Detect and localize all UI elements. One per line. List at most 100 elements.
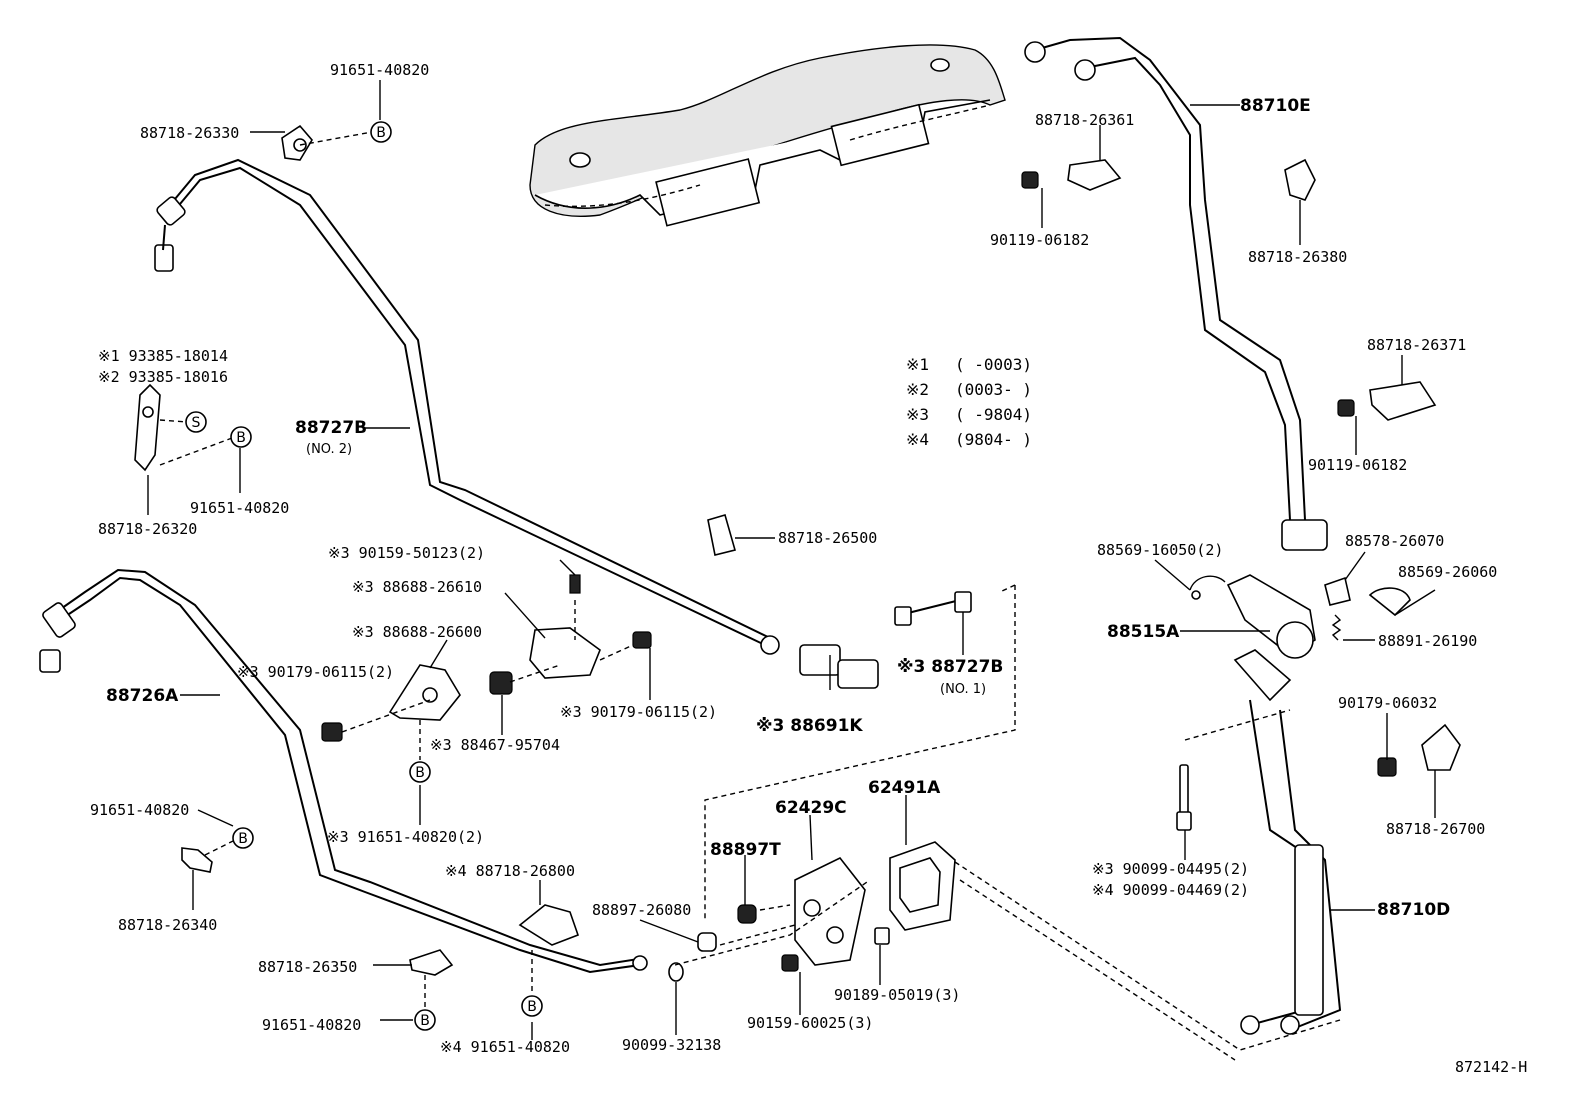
svg-text:B: B: [415, 765, 425, 781]
note-1-range: ( -0003): [955, 355, 1032, 374]
spring-88891-26190: [1331, 614, 1342, 641]
label-88578-26070: 88578-26070: [1345, 532, 1444, 550]
note-1-mark: ※1: [906, 355, 929, 374]
svg-text:B: B: [527, 999, 537, 1015]
label-88718-26330: 88718-26330: [140, 124, 239, 142]
label-91651-40820-lower-left: 91651-40820: [90, 801, 189, 819]
label-88691k: ※3 88691K: [756, 716, 863, 736]
label-88726a: 88726A: [106, 686, 179, 706]
svg-text:S: S: [192, 415, 201, 431]
label-91651-40820-bottom: 91651-40820: [262, 1016, 361, 1034]
label-88718-26371: 88718-26371: [1367, 336, 1466, 354]
label-88727b-no2: 88727B: [295, 418, 367, 438]
note-2-range: (0003- ): [955, 380, 1032, 399]
clamp-88718-26330: [281, 124, 313, 161]
label-62491a: 62491A: [868, 778, 941, 798]
label-91651-40820-bottom-4: ※4 91651-40820: [440, 1038, 570, 1056]
screw-90159-60025: [781, 954, 799, 972]
label-88727b-no1: ※3 88727B: [897, 657, 1003, 677]
marker-s-1: S: [185, 411, 207, 433]
applicability-notes: ※1 ( -0003) ※2 (0003- ) ※3 ( -9804) ※4 (…: [906, 355, 1032, 449]
label-91651-40820-mid: ※3 91651-40820(2): [327, 828, 484, 846]
label-88688-26600: ※3 88688-26600: [352, 623, 482, 641]
clamp-88718-26371: [1369, 381, 1437, 421]
clamp-88718-26350: [409, 949, 454, 976]
label-90179-06032: 90179-06032: [1338, 694, 1437, 712]
label-90179-06115-right: ※3 90179-06115(2): [560, 703, 717, 721]
marker-b-6: B: [521, 995, 543, 1017]
label-88467-95704: ※3 88467-95704: [430, 736, 560, 754]
marker-b-1: B: [370, 121, 392, 143]
screw-90119-06182-a: [1021, 171, 1039, 189]
svg-text:B: B: [238, 831, 248, 847]
wire-88569-16050: [1189, 575, 1226, 600]
label-62429c: 62429C: [775, 798, 847, 818]
label-90159-60025: 90159-60025(3): [747, 1014, 873, 1032]
marker-b-3: B: [409, 761, 431, 783]
label-90099-32138: 90099-32138: [622, 1036, 721, 1054]
label-88897-26080: 88897-26080: [592, 901, 691, 919]
marker-b-4: B: [232, 827, 254, 849]
label-88718-26361: 88718-26361: [1035, 111, 1134, 129]
note-3-mark: ※3: [906, 405, 929, 424]
plate-62429c: [794, 856, 866, 966]
label-91651-40820-left: 91651-40820: [190, 499, 289, 517]
bracket-88718-26700: [1421, 723, 1461, 771]
bolt-90099-04495: [1176, 764, 1192, 831]
label-88897t: 88897T: [710, 840, 781, 860]
grommet-88897t: [737, 904, 757, 924]
marker-b-2: B: [230, 426, 252, 448]
note-2-mark: ※2: [906, 380, 929, 399]
label-88718-26700: 88718-26700: [1386, 820, 1485, 838]
tube-88710d: [1240, 699, 1342, 1035]
valve-88691k: [799, 644, 879, 689]
label-88718-26340: 88718-26340: [118, 916, 217, 934]
grommet-88897-26080: [697, 932, 717, 952]
label-88727b-no2-sub: (NO. 2): [306, 442, 352, 457]
label-88515a: 88515A: [1107, 622, 1180, 642]
marker-b-5: B: [414, 1009, 436, 1031]
label-88688-26610: ※3 88688-26610: [352, 578, 482, 596]
svg-text:B: B: [236, 430, 246, 446]
clamp-88569-26060: [1368, 587, 1411, 617]
note-4-mark: ※4: [906, 430, 929, 449]
nut-90189-05019: [874, 927, 890, 945]
note-3-range: ( -9804): [955, 405, 1032, 424]
label-88727b-no1-sub: (NO. 1): [940, 682, 986, 697]
svg-text:B: B: [376, 125, 386, 141]
label-88718-26320: 88718-26320: [98, 520, 197, 538]
label-88718-26800: ※4 88718-26800: [445, 862, 575, 880]
clamp-88718-26800: [518, 904, 580, 946]
clip-88578-26070: [1324, 576, 1351, 606]
label-88891-26190: 88891-26190: [1378, 632, 1477, 650]
note-4-range: (9804- ): [955, 430, 1032, 449]
tube-88726a: [39, 568, 648, 974]
label-88718-26500: 88718-26500: [778, 529, 877, 547]
valve-88515a: [1226, 574, 1316, 702]
clip-88718-26380: [1284, 158, 1316, 201]
label-88710d: 88710D: [1377, 900, 1450, 920]
clamp-88718-26361: [1067, 159, 1122, 191]
label-90119-06182-top: 90119-06182: [990, 231, 1089, 249]
label-91651-40820-top: 91651-40820: [330, 61, 429, 79]
label-88718-26350: 88718-26350: [258, 958, 357, 976]
nut-90179-06115-a: [321, 722, 343, 742]
bracket-88688-26610: [529, 574, 601, 679]
bolt-88727b-no1: [894, 591, 972, 626]
tube-88727b-no2: [154, 158, 780, 655]
label-88569-26060: 88569-26060: [1398, 563, 1497, 581]
label-90099-04495: ※3 90099-04495(2): [1092, 860, 1249, 878]
label-93385-18016: ※2 93385-18016: [98, 368, 228, 386]
tube-88710e: [1024, 36, 1328, 551]
screw-90119-06182-b: [1337, 399, 1355, 417]
label-90119-06182-right: 90119-06182: [1308, 456, 1407, 474]
seal-62491a: [889, 841, 956, 931]
svg-text:B: B: [420, 1013, 430, 1029]
label-88718-26380: 88718-26380: [1248, 248, 1347, 266]
heater-duct-assembly: [529, 44, 1006, 227]
clamp-88718-26500: [707, 514, 736, 556]
nut-90179-06032: [1377, 757, 1397, 777]
bracket-88688-26600: [388, 664, 461, 721]
label-90189-05019: 90189-05019(3): [834, 986, 960, 1004]
